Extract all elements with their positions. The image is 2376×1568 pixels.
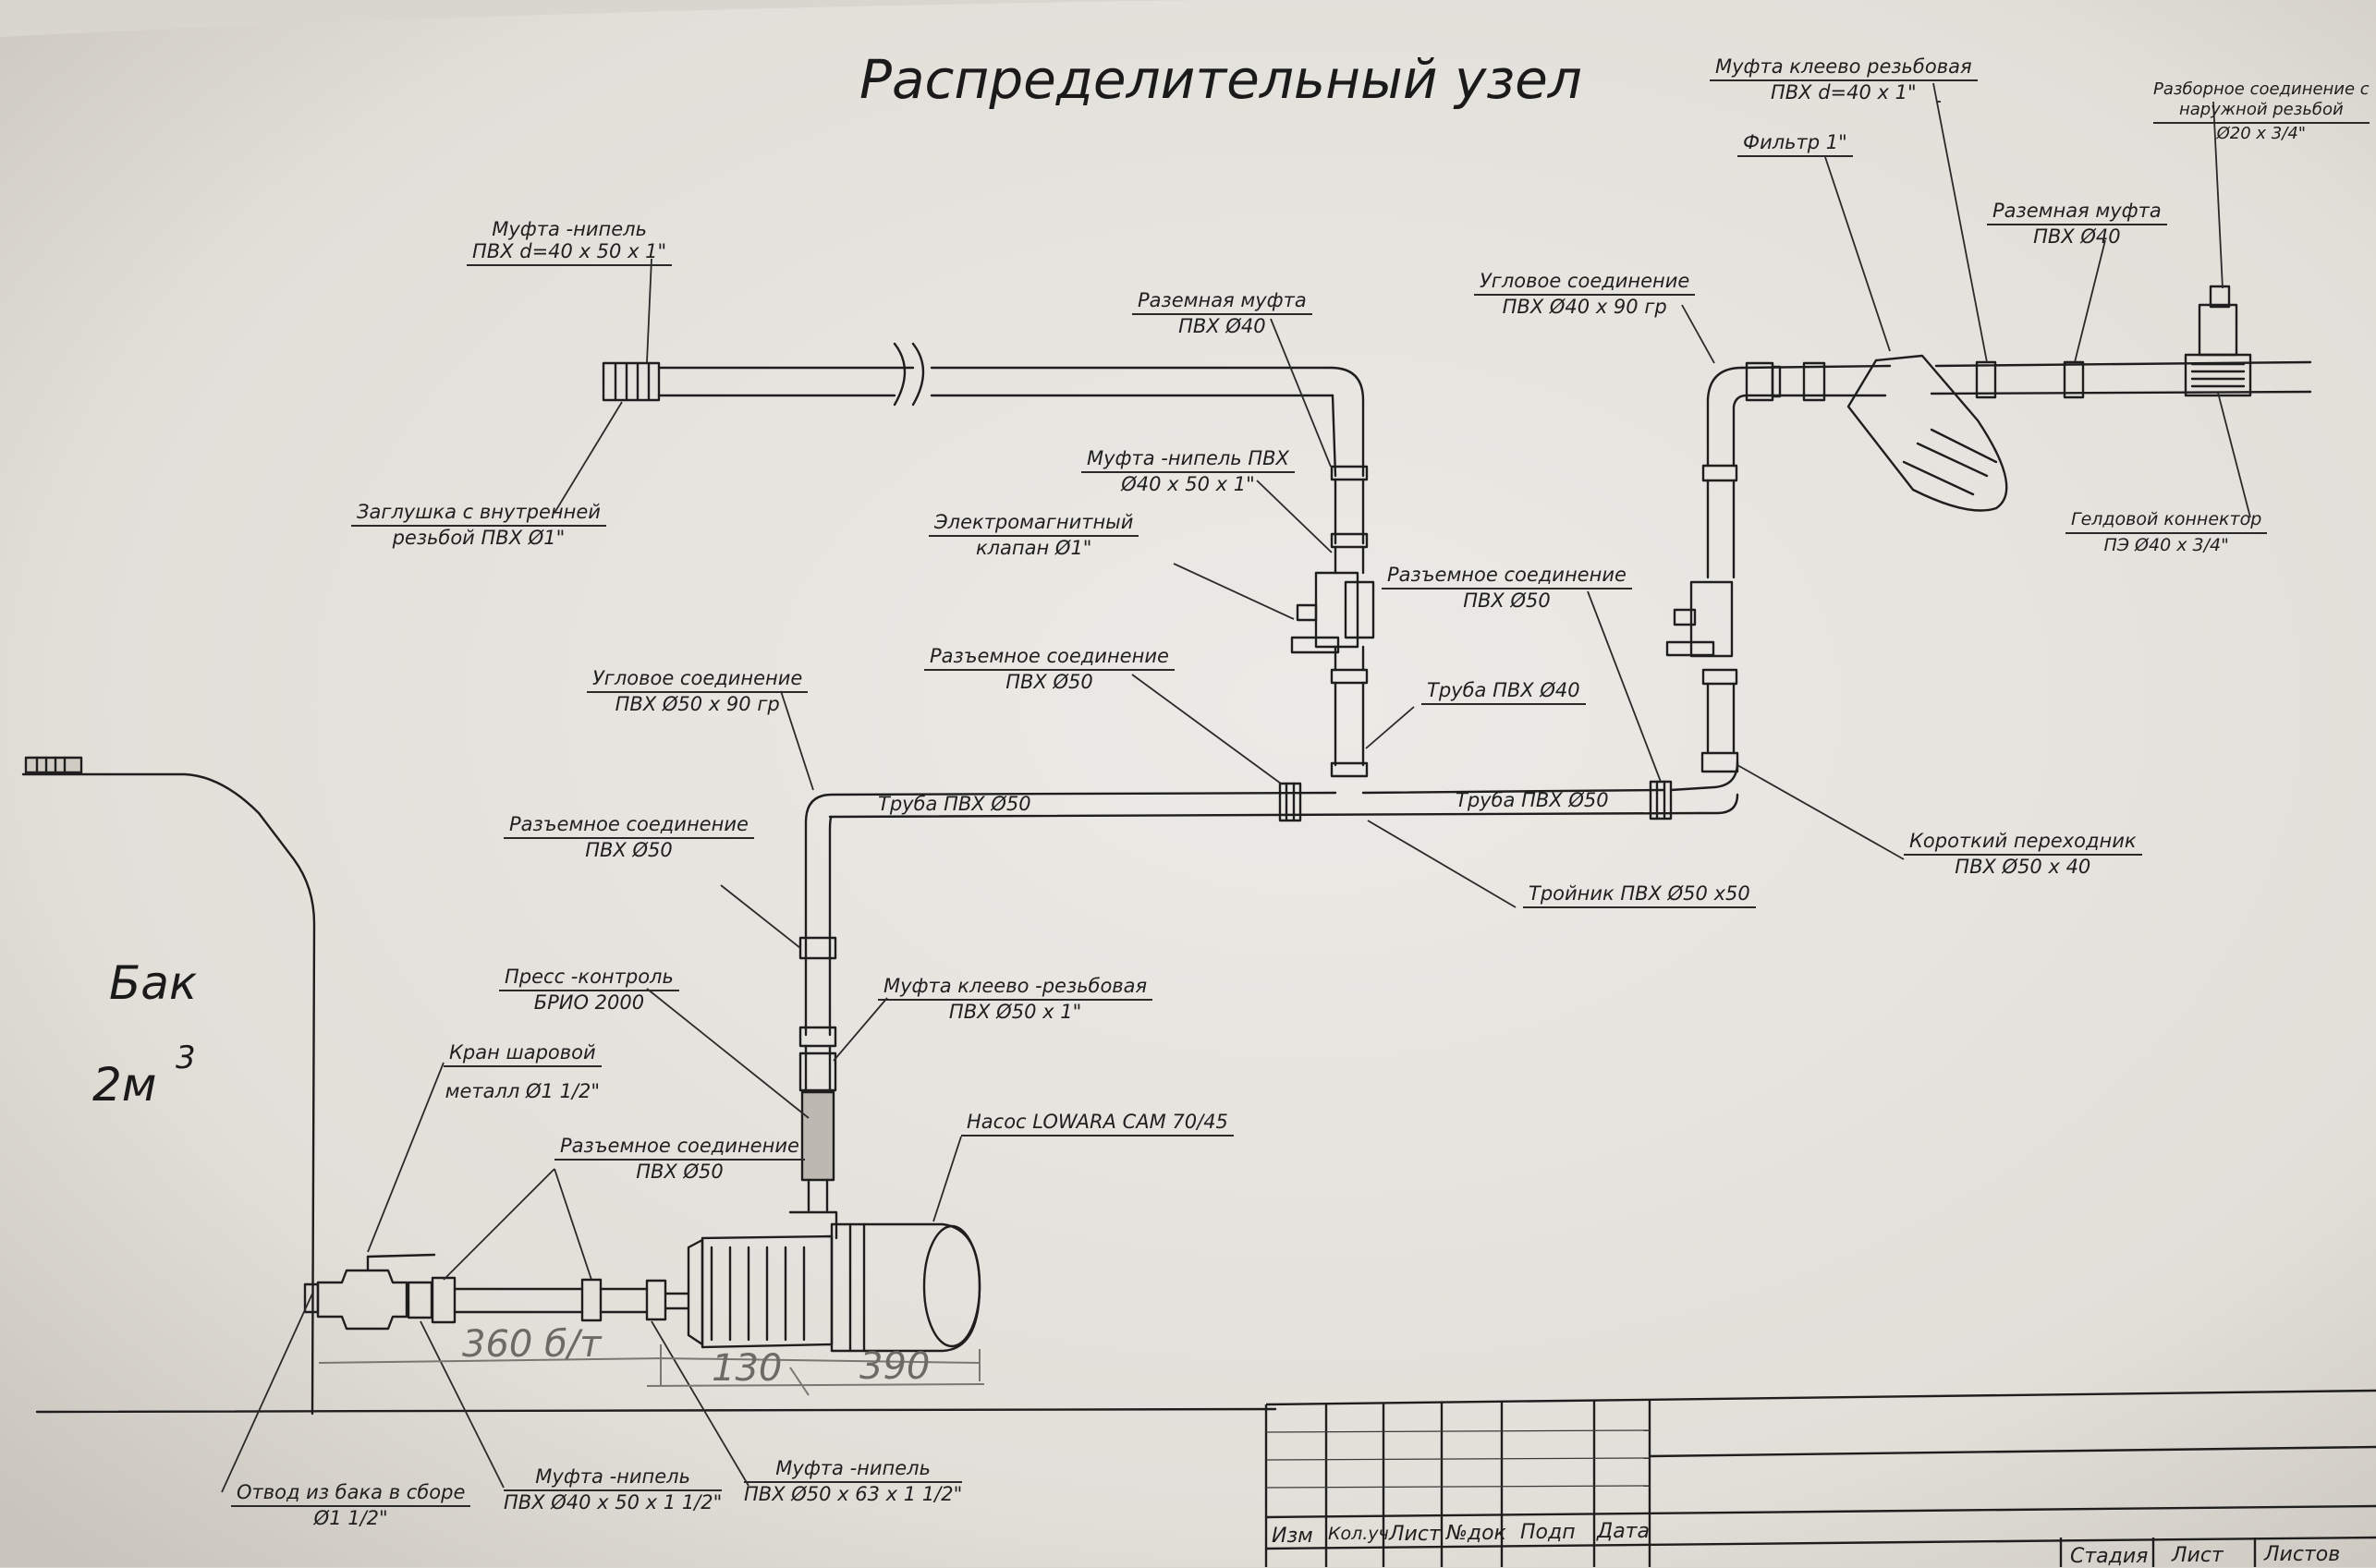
title-block-stage: Стадия	[2070, 1545, 2149, 1568]
label-mufta-nipple-40-bottom: Муфта -нипель ПВХ Ø40 х 50 х 1 1/2"	[504, 1465, 723, 1513]
title-block-col-list: Лист	[1389, 1523, 1441, 1546]
title-block-col-data: Дата	[1597, 1520, 1650, 1543]
label-zaglushka: Заглушка с внутренней резьбой ПВХ Ø1"	[351, 501, 606, 549]
label-razemnoe-50-center: Разъемное соединение ПВХ Ø50	[924, 645, 1175, 693]
handwritten-dimension-390: 390	[859, 1345, 931, 1388]
label-gelda-connector: Гелдовой коннектор ПЭ Ø40 х 3/4"	[2065, 508, 2268, 556]
title-block-sheets: Листов	[2264, 1543, 2341, 1566]
label-mufta-kleevo-top: Муфта клеево резьбовая ПВХ d=40 х 1"	[1710, 55, 1978, 103]
label-nasos: Насос LOWARA CAM 70/45	[961, 1111, 1234, 1136]
title-block-sheet: Лист	[2172, 1544, 2224, 1567]
drawing-title: Распределительный узел	[859, 48, 1582, 111]
label-razemnaya-mufta-right: Раземная муфта ПВХ Ø40	[1987, 200, 2167, 248]
label-mufta-kleevo-50: Муфта клеево -резьбовая ПВХ Ø50 х 1"	[878, 975, 1153, 1023]
label-razemnoe-50-bottom: Разъемное соединение ПВХ Ø50	[554, 1135, 805, 1183]
label-truba-50-right: Труба ПВХ Ø50	[1456, 789, 1609, 811]
handwritten-dimension-360: 360 б/т	[462, 1323, 602, 1366]
label-razemnaya-mufta-top: Раземная муфта ПВХ Ø40	[1132, 289, 1312, 337]
tank-name: Бак	[109, 956, 198, 1010]
label-mufta-nipple-top: Муфта -нипель ПВХ d=40 х 50 х 1"	[467, 218, 673, 266]
label-filter: Фильтр 1"	[1737, 131, 1853, 157]
label-otvod: Отвод из бака в сборе Ø1 1/2"	[231, 1481, 471, 1529]
label-kran: Кран шаровой металл Ø1 1/2"	[444, 1041, 602, 1102]
handwritten-dimension-130: 130	[712, 1347, 783, 1390]
label-truba-40: Труба ПВХ Ø40	[1421, 679, 1586, 705]
label-truba-50-left: Труба ПВХ Ø50	[878, 793, 1031, 815]
label-uglovoe-40: Угловое соединение ПВХ Ø40 х 90 гр	[1474, 270, 1696, 318]
tank-volume-exponent: 3	[176, 1039, 196, 1076]
label-troinik: Тройник ПВХ Ø50 х50	[1523, 882, 1756, 908]
label-razemnoe-50-right: Разъемное соединение ПВХ Ø50	[1382, 564, 1632, 612]
tank-volume: 2м	[92, 1058, 157, 1112]
title-block-col-ndoc: №док	[1446, 1522, 1506, 1545]
title-block-col-podp: Подп	[1520, 1521, 1576, 1544]
label-mufta-nipple-pvc: Муфта -нипель ПВХ Ø40 х 50 х 1"	[1081, 447, 1295, 495]
label-mufta-nipple-50-bottom: Муфта -нипель ПВХ Ø50 х 63 х 1 1/2"	[744, 1457, 963, 1505]
label-uglovoe-50: Угловое соединение ПВХ Ø50 х 90 гр	[587, 667, 809, 715]
title-block-col-koluch: Кол.уч	[1328, 1524, 1389, 1544]
label-razbornoe: Разборное соединение с наружной резьбой …	[2153, 79, 2370, 143]
label-korotkiy-perehodnik: Короткий переходник ПВХ Ø50 х 40	[1904, 830, 2142, 878]
label-razemnoe-50-left: Разъемное соединение ПВХ Ø50	[504, 813, 754, 861]
label-press-control: Пресс -контроль БРИО 2000	[499, 966, 679, 1014]
label-electromagnetic-valve: Электромагнитный клапан Ø1"	[929, 511, 1139, 559]
title-block-col-izm: Изм	[1272, 1525, 1313, 1548]
